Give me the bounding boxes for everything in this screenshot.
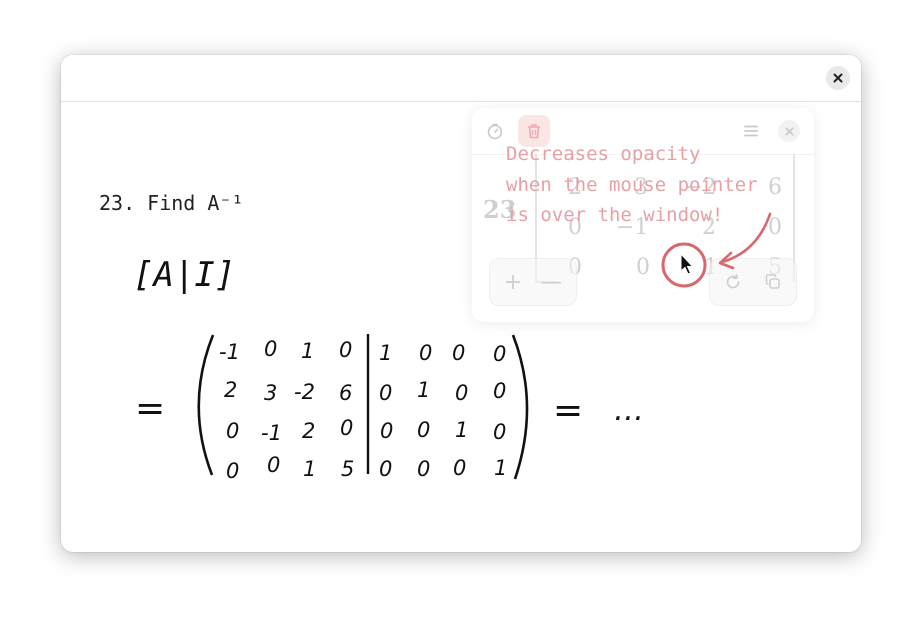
copy-button[interactable] <box>756 265 790 299</box>
problem-heading: 23. Find A⁻¹ <box>99 191 244 215</box>
refresh-button[interactable] <box>716 265 750 299</box>
overlay-problem-number: 23 <box>483 195 517 224</box>
ghost-cell: 0 <box>568 215 582 240</box>
matrix-cell: 0 <box>493 379 506 403</box>
right-paren <box>511 334 529 480</box>
overlay-toolbar <box>472 108 814 155</box>
zoom-in-button[interactable]: + <box>503 269 523 295</box>
title-bar <box>61 55 861 102</box>
matrix-cell: 0 <box>453 456 466 480</box>
delete-button[interactable] <box>518 115 550 147</box>
ghost-cell: 0 <box>636 255 650 280</box>
matrix-cell: 1 <box>379 341 392 365</box>
zoom-out-button[interactable]: — <box>540 269 562 295</box>
matrix-cell: -1 <box>219 340 240 364</box>
matrix-cell: 0 <box>380 419 393 443</box>
document-content: 23. Find A⁻¹ [A|I] = -1 0 1 0 2 3 -2 6 0 <box>61 102 861 552</box>
ellipsis: … <box>614 393 644 428</box>
trash-icon <box>528 124 540 139</box>
matrix-cell: 0 <box>264 337 277 361</box>
menu-icon <box>744 125 758 137</box>
matrix-cell: 0 <box>419 341 432 365</box>
matrix-cell: 1 <box>301 339 314 363</box>
timer-button[interactable] <box>479 115 511 147</box>
matrix-cell: 0 <box>339 338 352 362</box>
matrix-cell: 2 <box>224 378 237 402</box>
matrix-cell: 0 <box>226 459 239 483</box>
matrix-cell: 1 <box>494 456 507 480</box>
ghost-cell: 3 <box>634 175 648 200</box>
matrix-cell: -2 <box>294 380 315 404</box>
close-icon <box>833 73 843 83</box>
matrix-right: 1 0 0 0 0 1 0 0 0 0 1 0 0 0 0 1 <box>379 341 507 481</box>
matrix-cell: 6 <box>339 381 352 405</box>
equals-sign-right: = <box>553 390 583 431</box>
matrix-cell: 0 <box>417 418 430 442</box>
matrix-cell: 5 <box>341 457 354 481</box>
annotation-text: Decreases opacity when the mouse pointer… <box>506 143 758 226</box>
matrix-cell: 0 <box>493 342 506 366</box>
refresh-icon <box>726 273 740 289</box>
matrix-cell: 1 <box>417 378 430 402</box>
ghost-cell: 2 <box>702 215 716 240</box>
ghost-cell: 6 <box>768 175 782 200</box>
matrix-cell: 2 <box>302 419 315 443</box>
matrix-cell: 0 <box>493 420 506 444</box>
zoom-controls: + — <box>489 258 577 306</box>
matrix-cell: 0 <box>379 381 392 405</box>
window-close-button[interactable] <box>826 66 850 90</box>
equals-sign-left: = <box>135 388 165 429</box>
menu-button[interactable] <box>735 115 767 147</box>
matrix-cell: 3 <box>264 381 277 405</box>
action-controls <box>709 258 797 306</box>
close-icon <box>784 126 794 136</box>
timer-icon <box>487 123 503 140</box>
ghost-cell: 0 <box>768 215 782 240</box>
matrix-cell: -1 <box>261 421 282 445</box>
ghost-cell: −1 <box>616 215 648 240</box>
matrix-cell: 1 <box>455 418 468 442</box>
augmented-label: [A|I] <box>133 255 235 295</box>
left-paren <box>197 334 215 476</box>
matrix-cell: 1 <box>303 457 316 481</box>
matrix-left: -1 0 1 0 2 3 -2 6 0 -1 2 0 0 0 1 5 <box>219 337 354 483</box>
matrix-cell: 0 <box>226 419 239 443</box>
copy-icon <box>765 274 780 289</box>
matrix-cell: 0 <box>379 457 392 481</box>
matrix-cell: 0 <box>452 341 465 365</box>
matrix-cell: 0 <box>267 453 280 477</box>
ghost-cell: 2 <box>568 175 582 200</box>
matrix-cell: 0 <box>340 416 353 440</box>
overlay-close-button[interactable] <box>778 120 800 142</box>
handwritten-solution: [A|I] = -1 0 1 0 2 3 -2 6 0 -1 2 0 <box>133 255 644 483</box>
overlay-viewer-window[interactable]: 23 2 3 −2 6 0 −1 2 0 0 0 1 5 + — <box>472 108 814 322</box>
matrix-cell: 0 <box>417 457 430 481</box>
ghost-cell: −2 <box>684 175 716 200</box>
matrix-cell: 0 <box>455 381 468 405</box>
